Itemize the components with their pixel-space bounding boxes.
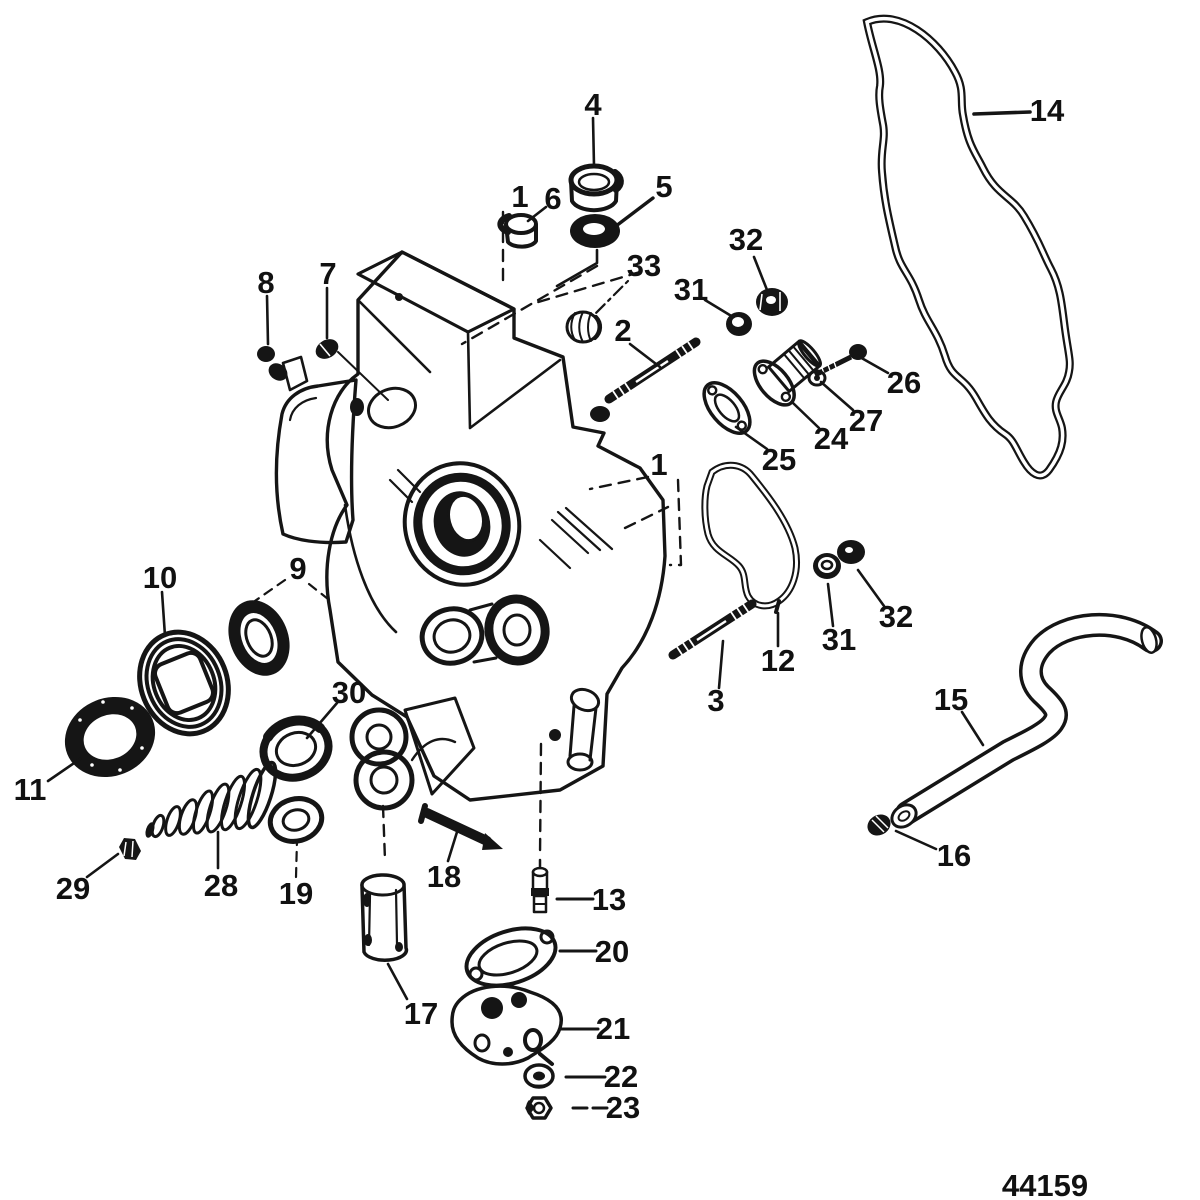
callout-5-label: 5 <box>655 169 672 204</box>
washer-part-19 <box>267 796 325 844</box>
callout-14-label: 14 <box>1030 93 1065 128</box>
callout-30-label: 30 <box>332 675 366 710</box>
nut-part-29 <box>119 838 141 860</box>
cup-part-6 <box>497 213 538 249</box>
pin-part-18 <box>418 803 503 850</box>
callout-2-label: 2 <box>614 313 631 348</box>
callout-15-label: 15 <box>934 682 968 717</box>
nut-part-22 <box>523 1063 555 1089</box>
bellows-part-28 <box>145 760 278 839</box>
gimbal-housing <box>274 250 667 811</box>
callout-31-upper-label: 31 <box>674 272 708 307</box>
stud-part-2 <box>604 337 701 404</box>
callout-20-label: 20 <box>595 934 629 969</box>
plate-part-21 <box>450 984 563 1066</box>
fitting-part-13 <box>531 858 549 914</box>
callout-24-label: 24 <box>814 421 849 456</box>
drawing-part-number: 44159 <box>1002 1168 1088 1200</box>
bearing-part-11 <box>64 696 156 778</box>
callout-9-label: 9 <box>289 551 306 586</box>
stud-part-3 <box>668 599 757 660</box>
plug-part-33 <box>565 310 603 344</box>
washer-part-27 <box>807 369 827 387</box>
nut-part-32-lower <box>837 540 865 564</box>
callout-19-label: 19 <box>279 876 313 911</box>
callout-25-label: 25 <box>762 442 796 477</box>
fitting-part-16 <box>867 814 891 836</box>
callout-11-label: 11 <box>14 772 47 807</box>
callout-18-label: 18 <box>427 859 461 894</box>
cylinder-part-17 <box>360 873 409 962</box>
callout-labels: 4 1 6 5 33 2 32 31 8 7 14 26 27 24 25 1 … <box>14 87 1089 1200</box>
washer-part-31-lower <box>813 553 841 579</box>
callout-12-label: 12 <box>761 643 795 678</box>
callout-7-label: 7 <box>319 256 336 291</box>
fitting-part-24 <box>752 339 822 407</box>
callout-23-label: 23 <box>606 1090 640 1125</box>
seal-part-5 <box>570 214 620 248</box>
seal-part-9 <box>228 600 290 676</box>
fitting-part-8 <box>257 346 309 392</box>
callout-3-label: 3 <box>707 683 724 718</box>
callout-13-label: 13 <box>592 882 626 917</box>
hose-part-15 <box>890 612 1163 829</box>
callout-27-label: 27 <box>849 403 883 438</box>
locknut-part-23 <box>525 1096 553 1120</box>
callout-32-upper-label: 32 <box>729 222 763 257</box>
assembly-dashed-lines <box>381 210 642 862</box>
callout-17-label: 17 <box>404 996 438 1031</box>
callout-33-label: 33 <box>627 248 661 283</box>
callout-28-label: 28 <box>204 868 238 903</box>
callout-29-label: 29 <box>56 871 90 906</box>
gasket-part-12 <box>701 461 800 614</box>
plug-part-7 <box>315 339 339 359</box>
callout-31-lower-label: 31 <box>822 622 856 657</box>
callout-1-top-label: 1 <box>511 179 528 214</box>
callout-16-label: 16 <box>937 838 971 873</box>
callout-32-lower-label: 32 <box>879 599 913 634</box>
callout-21-label: 21 <box>596 1011 630 1046</box>
callout-6-label: 6 <box>544 181 561 216</box>
bushing-part-4 <box>568 163 624 213</box>
callout-26-label: 26 <box>887 365 921 400</box>
nut-part-32-upper <box>756 288 788 316</box>
bolt-part-26 <box>813 344 867 378</box>
callout-1-housing-label: 1 <box>650 447 667 482</box>
callout-4-label: 4 <box>584 87 602 122</box>
sleeve-part-30 <box>259 715 333 782</box>
callout-8-label: 8 <box>257 265 274 300</box>
leader-lines <box>46 110 1032 1110</box>
callout-22-label: 22 <box>604 1059 638 1094</box>
gasket-part-14 <box>862 14 1074 480</box>
gasket-part-25 <box>702 381 752 435</box>
gasket-part-20 <box>464 926 558 988</box>
callout-10-label: 10 <box>143 560 177 595</box>
